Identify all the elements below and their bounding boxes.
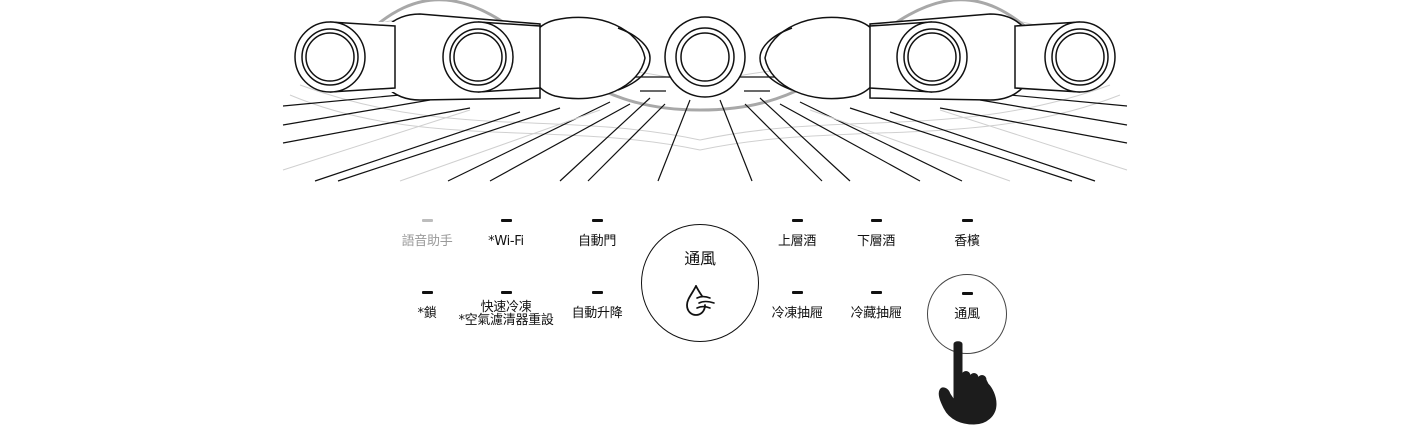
lower-wine-indicator <box>870 219 882 222</box>
wifi-indicator <box>500 219 512 222</box>
wifi-label: *Wi-Fi <box>488 234 524 249</box>
champagne-button[interactable]: 香檳 <box>917 219 1017 249</box>
wifi-button[interactable]: *Wi-Fi <box>456 219 556 249</box>
auto-lift-button[interactable]: 自動升降 <box>547 291 647 321</box>
chiller-drawer-button[interactable]: 冷藏抽屜 <box>826 291 926 321</box>
freezer-drawer-indicator <box>791 291 803 294</box>
voice-indicator <box>421 219 433 222</box>
voice-assistant-button[interactable]: 語音助手 <box>377 219 477 249</box>
auto-door-label: 自動門 <box>577 234 617 249</box>
pointing-hand-icon <box>938 341 997 425</box>
ventilation-indicator <box>961 292 973 295</box>
lock-label: *鎖 <box>417 306 437 321</box>
lower-wine-button[interactable]: 下層酒 <box>826 219 926 249</box>
quick-freeze-label: 快速冷凍 <box>480 300 532 315</box>
center-ventilation-button[interactable]: 通風 <box>641 224 759 342</box>
ventilation-button[interactable]: 通風 <box>917 292 1017 322</box>
chiller-drawer-indicator <box>870 291 882 294</box>
product-illustration <box>282 0 1128 182</box>
quick-freeze-indicator <box>500 291 512 294</box>
auto-door-indicator <box>591 219 603 222</box>
voice-label: 語音助手 <box>401 234 453 249</box>
freezer-drawer-button[interactable]: 冷凍抽屜 <box>747 291 847 321</box>
air-filter-reset-label: *空氣濾清器重設 <box>458 313 554 328</box>
water-drop-wind-icon <box>686 285 715 316</box>
freezer-drawer-label: 冷凍抽屜 <box>771 306 823 321</box>
upper-wine-button[interactable]: 上層酒 <box>747 219 847 249</box>
auto-lift-indicator <box>591 291 603 294</box>
champagne-indicator <box>961 219 973 222</box>
lock-indicator <box>421 291 433 294</box>
center-button-label: 通風 <box>684 249 716 268</box>
ventilation-highlight-ring <box>927 274 1007 354</box>
lower-wine-label: 下層酒 <box>856 234 896 249</box>
upper-wine-label: 上層酒 <box>777 234 817 249</box>
auto-door-button[interactable]: 自動門 <box>547 219 647 249</box>
quick-freeze-button[interactable]: 快速冷凍 *空氣濾清器重設 <box>456 291 556 327</box>
upper-wine-indicator <box>791 219 803 222</box>
champagne-label: 香檳 <box>954 234 980 249</box>
auto-lift-label: 自動升降 <box>571 306 623 321</box>
lock-button[interactable]: *鎖 <box>377 291 477 321</box>
ventilation-label: 通風 <box>954 307 980 322</box>
chiller-drawer-label: 冷藏抽屜 <box>850 306 902 321</box>
